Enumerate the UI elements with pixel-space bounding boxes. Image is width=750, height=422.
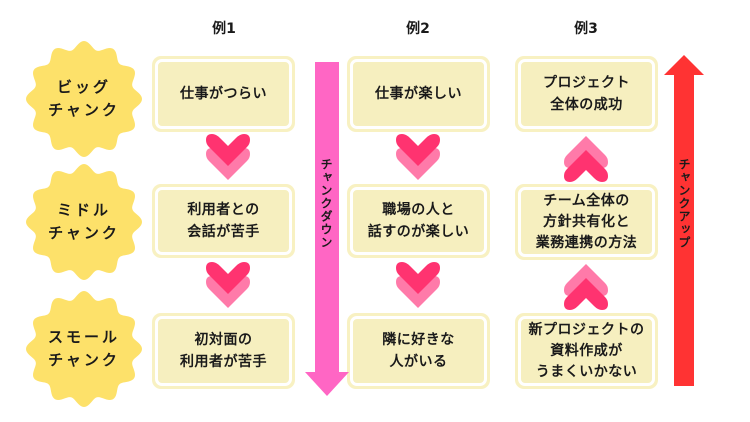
- scalloped-circle-shape: [26, 291, 142, 407]
- badge-label-line1: スモール: [47, 328, 120, 346]
- box-text: プロジェクト: [543, 75, 630, 91]
- column-header-example-1: 例1: [212, 21, 236, 37]
- chunk-up-arrow-icon: [664, 55, 704, 386]
- box-text: うまくいかない: [535, 363, 638, 380]
- badge-label-line1: ビッグ: [56, 78, 111, 96]
- double-chevron-down-icon: [206, 262, 250, 308]
- box-text: 話すのが楽しい: [367, 224, 470, 240]
- box-text: 利用者が苦手: [180, 354, 267, 370]
- example-2-big-box: 仕事が楽しい: [347, 56, 490, 132]
- example-3-small-box: 新プロジェクトの 資料作成が うまくいかない: [515, 313, 658, 389]
- column-header-example-3: 例3: [574, 21, 598, 37]
- chunk-down-label: チャンクダウン: [319, 158, 333, 249]
- box-text: 利用者との: [187, 202, 260, 218]
- box-text: チーム全体の: [543, 192, 630, 209]
- badge-label-line2: チャンク: [48, 101, 120, 119]
- box-text: 隣に好きな: [382, 332, 455, 348]
- badge-label-line2: チャンク: [48, 224, 120, 242]
- example-1-big-box: 仕事がつらい: [152, 56, 295, 132]
- badge-label-line1: ミドル: [56, 201, 111, 219]
- box-text: 仕事がつらい: [180, 86, 267, 102]
- badge-big-chunk: ビッグ チャンク: [25, 40, 143, 158]
- box-text: 新プロジェクトの: [528, 321, 645, 338]
- box-text: 仕事が楽しい: [375, 86, 462, 102]
- box-text: 人がいる: [389, 354, 448, 370]
- scalloped-circle-shape: [26, 164, 142, 280]
- example-2-small-box: 隣に好きな 人がいる: [347, 313, 490, 389]
- box-text: 全体の成功: [550, 97, 623, 113]
- example-3-middle-box: チーム全体の 方針共有化と 業務連携の方法: [515, 184, 658, 260]
- column-header-example-2: 例2: [406, 21, 430, 37]
- box-text: 初対面の: [194, 332, 253, 348]
- double-chevron-down-icon: [206, 134, 250, 180]
- box-text: 会話が苦手: [187, 224, 260, 240]
- double-chevron-up-icon: [564, 136, 608, 182]
- double-chevron-down-icon: [396, 262, 440, 308]
- box-text: 方針共有化と: [543, 213, 630, 230]
- example-1-middle-box: 利用者との 会話が苦手: [152, 184, 295, 258]
- example-2-middle-box: 職場の人と 話すのが楽しい: [347, 184, 490, 258]
- badge-label-line2: チャンク: [48, 351, 120, 369]
- scalloped-circle-shape: [26, 41, 142, 157]
- double-chevron-up-icon: [564, 264, 608, 310]
- box-text: 資料作成が: [550, 342, 623, 359]
- example-3-big-box: プロジェクト 全体の成功: [515, 56, 658, 132]
- chunk-up-label: チャンクアップ: [677, 158, 691, 249]
- double-chevron-down-icon: [396, 134, 440, 180]
- box-text: 職場の人と: [382, 202, 455, 218]
- badge-small-chunk: スモール チャンク: [25, 290, 143, 408]
- example-1-small-box: 初対面の 利用者が苦手: [152, 313, 295, 389]
- chunk-down-arrow-icon: [305, 62, 349, 396]
- badge-middle-chunk: ミドル チャンク: [25, 163, 143, 281]
- box-text: 業務連携の方法: [535, 234, 638, 251]
